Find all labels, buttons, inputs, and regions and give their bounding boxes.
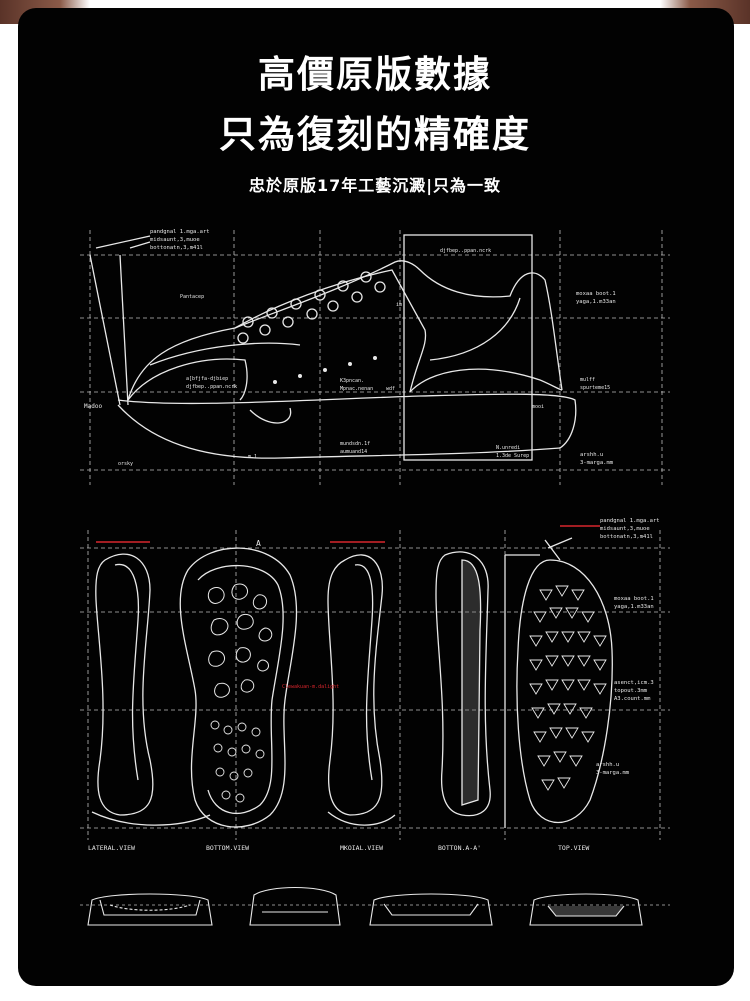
label-m1: m.1 <box>248 454 257 460</box>
sole-label-rt-3: bottonatn,3,m41l <box>600 534 653 540</box>
label-rb-1: arshh.u <box>580 452 603 458</box>
section-marker-top: A <box>256 539 261 548</box>
view-label-top: TOP.VIEW <box>558 844 589 852</box>
sole-label-rb-2: 3-marga.mm <box>596 770 630 776</box>
label-tl-2: midsaunt,3,muoe <box>150 237 200 243</box>
label-top-box: djfbep..ppan.ncrk <box>440 248 491 254</box>
sole-label-rt-1: pandgnal 1.mga.art <box>600 518 660 524</box>
page-title-line2: 只為復刻的精確度 <box>219 113 531 156</box>
label-rb-2: 3-marga.mm <box>580 460 614 466</box>
label-tl-3: bottonatn,3,m41l <box>150 245 203 251</box>
label-madoo: Madoo <box>84 403 102 410</box>
label-mooi: mooi <box>532 404 544 410</box>
label-tl-1: pandgnal 1.mga.art <box>150 229 210 235</box>
label-wdf: wdf <box>386 386 395 392</box>
label-pantacep: Pantacep <box>180 294 204 300</box>
label-im: im <box>396 302 402 308</box>
label-br-2: 1.3de Surep <box>496 453 529 459</box>
label-bc-1: mundsdn.1f <box>340 441 370 447</box>
view-label-bottom: BOTTOM.VIEW <box>206 844 249 852</box>
label-mul-1: mulff <box>580 377 595 383</box>
cross-sections <box>80 886 670 926</box>
side-view <box>80 230 670 485</box>
sole-label-rb-1: arshh.u <box>596 762 619 768</box>
view-label-medial: MKOIAL.VIEW <box>340 844 383 852</box>
top-view-perforations <box>529 585 607 791</box>
sole-label-rl-1: asenct,icm.3 <box>614 680 654 686</box>
label-ml-1: a[bfjfa-djbiep <box>186 376 228 382</box>
sole-label-rm-2: yaga,1.m33an <box>614 604 654 610</box>
sole-views <box>80 525 670 840</box>
label-mc-2: Mpnac.nenan <box>340 386 373 392</box>
view-label-botton: BOTTON.A-A' <box>438 844 481 852</box>
label-mul-2: spurteme15 <box>580 385 610 391</box>
sole-red-note: Clewakuan-m.dalight <box>282 684 339 690</box>
view-label-lateral: LATERAL.VIEW <box>88 844 135 852</box>
blueprint-panel <box>18 8 734 986</box>
label-rt-1: moxaa boot.1 <box>576 291 616 297</box>
sole-label-rt-2: midsaunt,3,muoe <box>600 526 650 532</box>
label-bc-2: aumuand14 <box>340 449 367 455</box>
label-orsky: orsky <box>118 461 133 467</box>
sole-label-rl-3: A3.count.mm <box>614 696 651 702</box>
label-mc-1: K3pncan. <box>340 378 364 384</box>
page-title-line1: 高價原版數據 <box>258 53 492 96</box>
lace-holes <box>237 271 386 344</box>
label-ml-2: djfbep..ppan.ncrk <box>186 384 237 390</box>
label-br-1: N.unredi <box>496 445 520 451</box>
page-subtitle: 忠於原版17年工藝沉澱|只為一致 <box>248 176 502 195</box>
sole-label-rl-2: topout.3mm <box>614 688 648 694</box>
label-rt-2: yaga,1.m33an <box>576 299 616 305</box>
sole-label-rm-1: moxaa boot.1 <box>614 596 654 602</box>
